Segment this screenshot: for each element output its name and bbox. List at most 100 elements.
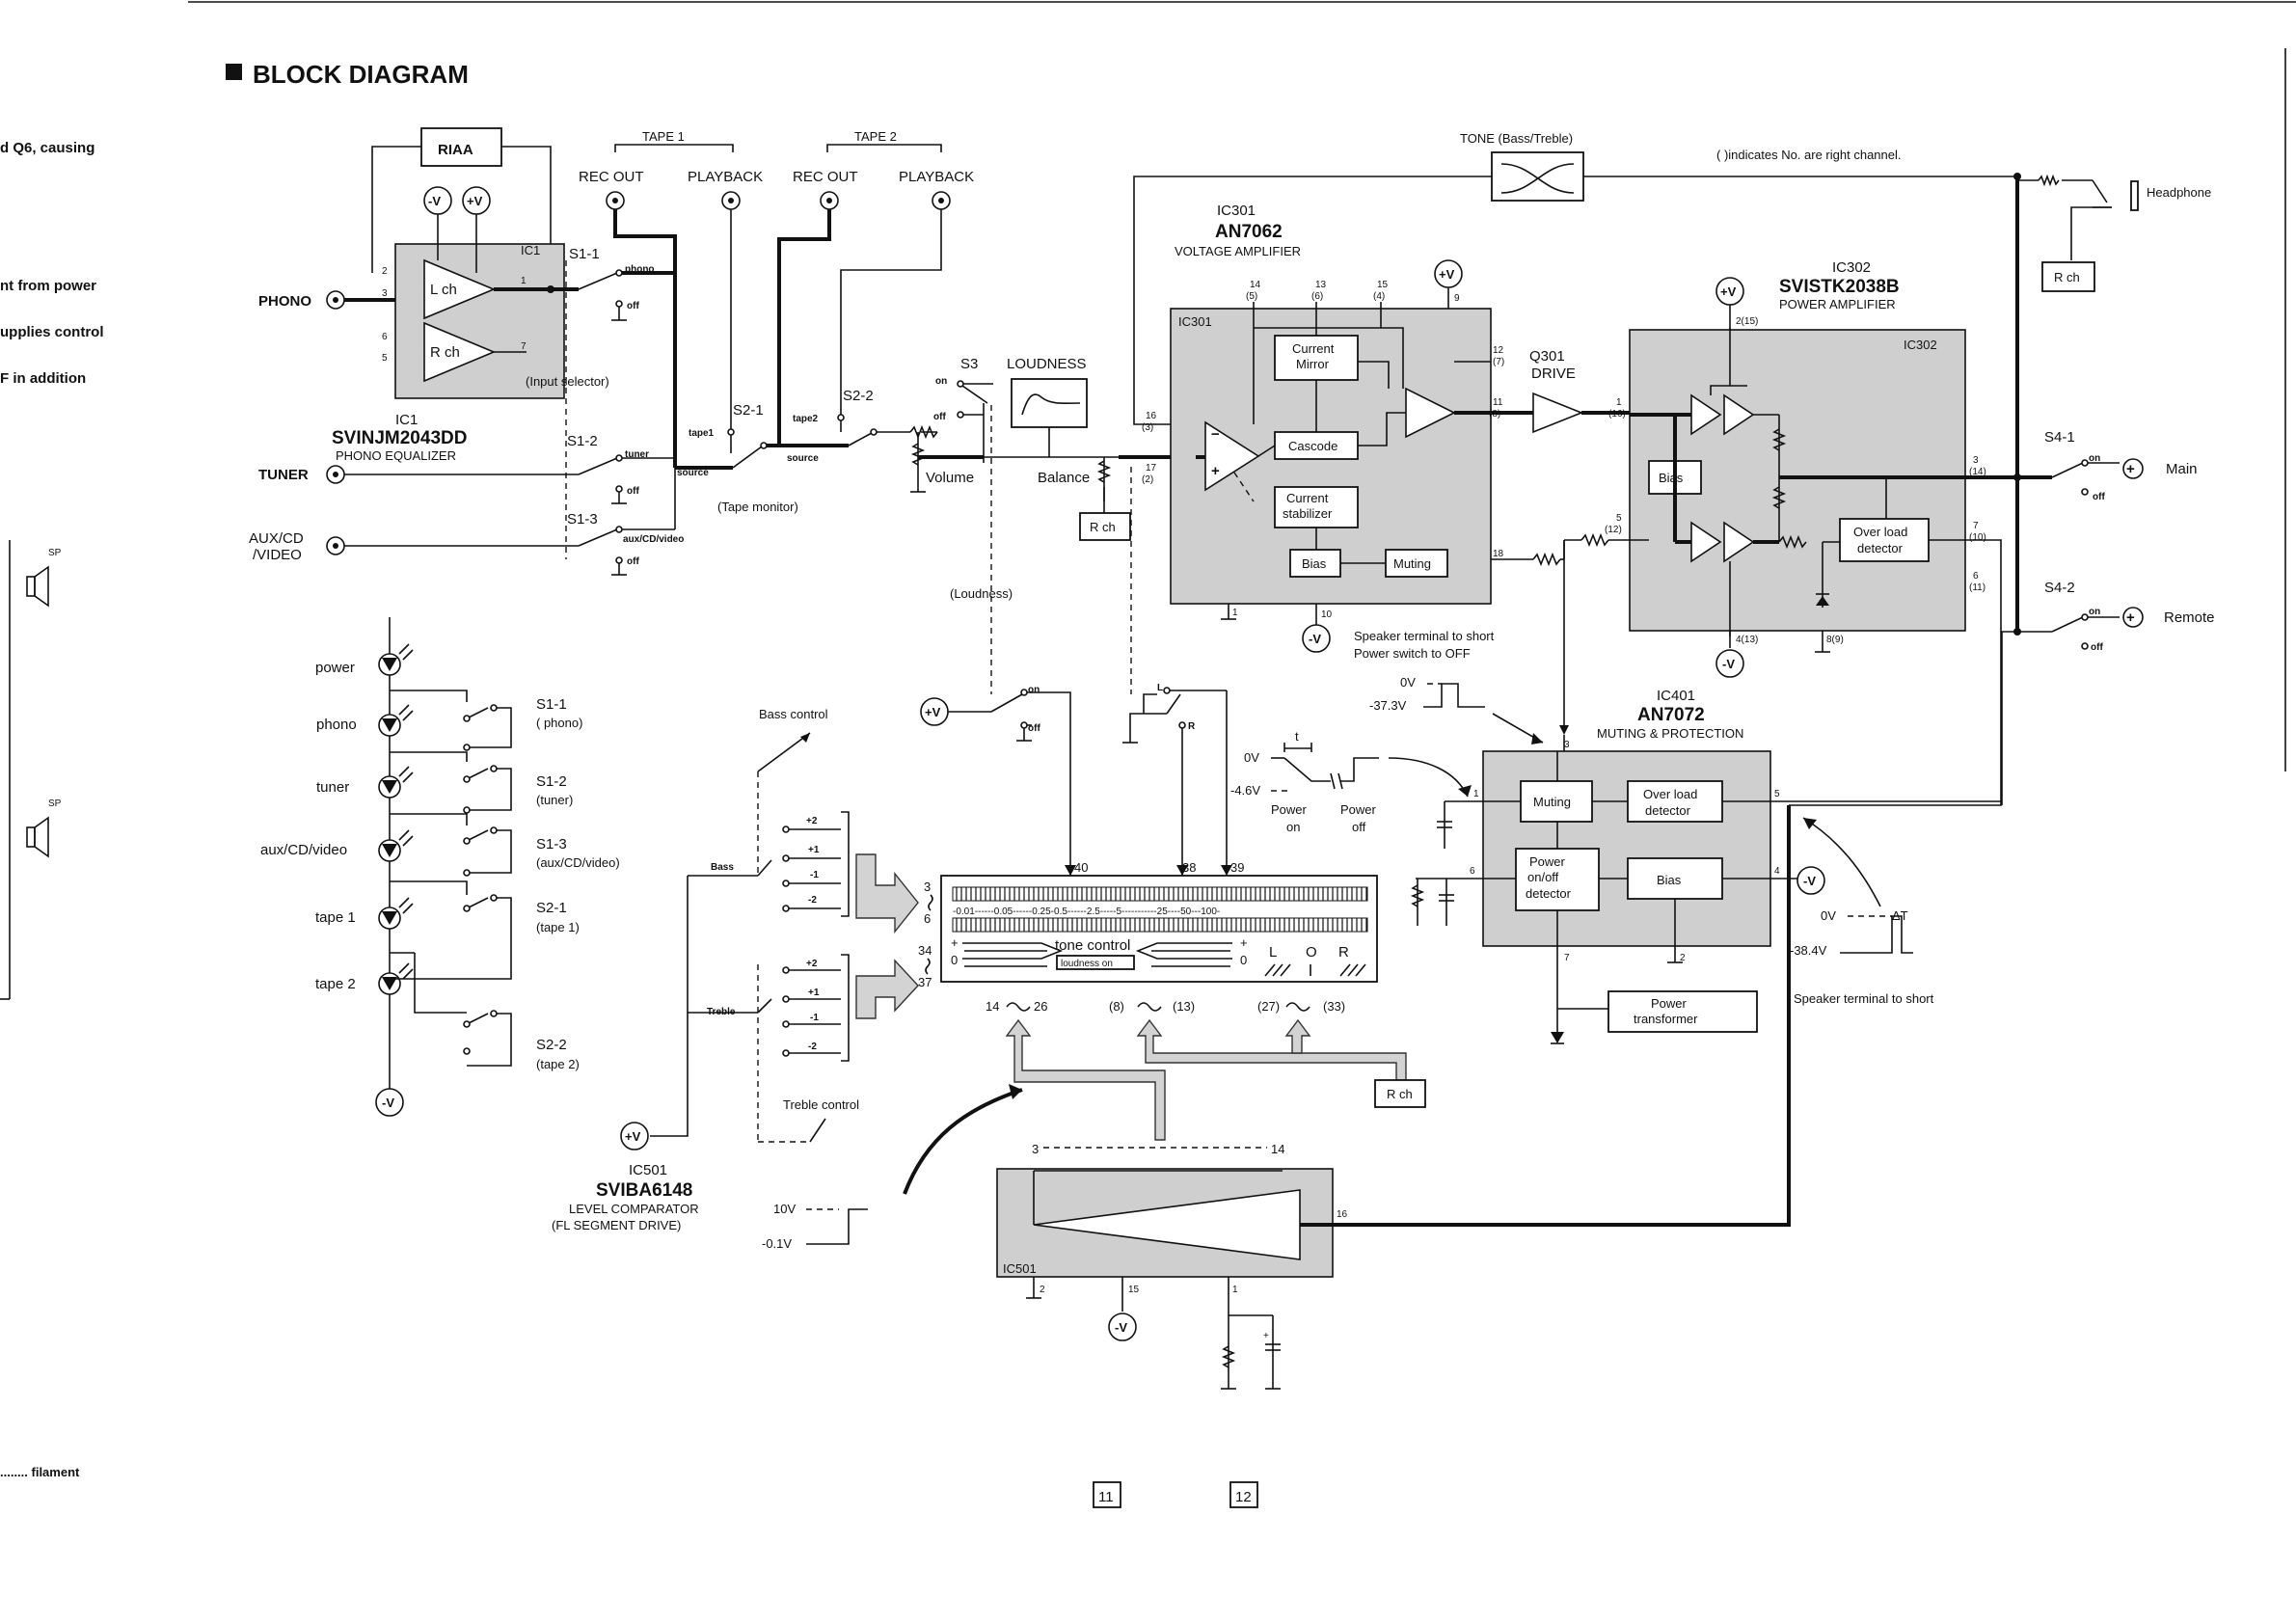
svg-text:R ch: R ch bbox=[1090, 520, 1116, 534]
phono-input[interactable]: PHONO bbox=[258, 290, 395, 310]
svg-text:+: + bbox=[2126, 609, 2135, 626]
tone-label: TONE (Bass/Treble) bbox=[1460, 131, 1573, 146]
svg-text:Mirror: Mirror bbox=[1296, 357, 1330, 371]
svg-text:R: R bbox=[1188, 721, 1196, 732]
balance-label: Balance bbox=[1038, 470, 1090, 486]
svg-text:0: 0 bbox=[1240, 953, 1247, 967]
svg-text:transformer: transformer bbox=[1634, 1012, 1698, 1026]
svg-text:1: 1 bbox=[521, 276, 527, 286]
svg-text:Muting: Muting bbox=[1393, 556, 1431, 571]
treble-control-label: Treble control bbox=[783, 1097, 859, 1112]
svg-text:+2: +2 bbox=[806, 816, 818, 826]
svg-text:L: L bbox=[1157, 683, 1163, 693]
remote-terminal[interactable] bbox=[2122, 607, 2144, 628]
svg-text:+1: +1 bbox=[808, 845, 820, 855]
svg-text:0: 0 bbox=[951, 953, 958, 967]
s1-1-label: S1-1 bbox=[569, 246, 600, 262]
svg-text:-0.1V: -0.1V bbox=[762, 1236, 792, 1251]
svg-text:+: + bbox=[951, 935, 959, 950]
riaa-block bbox=[420, 127, 502, 167]
svg-text:O: O bbox=[1306, 944, 1317, 961]
svg-text:S1-3: S1-3 bbox=[536, 836, 567, 853]
svg-text:1: 1 bbox=[1473, 789, 1479, 799]
svg-text:1: 1 bbox=[1616, 397, 1622, 408]
svg-text:Bias: Bias bbox=[1302, 556, 1327, 571]
svg-text:2(15): 2(15) bbox=[1736, 316, 1758, 327]
svg-text:Muting: Muting bbox=[1533, 795, 1571, 809]
svg-text:-V: -V bbox=[428, 194, 441, 208]
svg-text:3: 3 bbox=[1564, 740, 1570, 750]
svg-text:(13): (13) bbox=[1173, 999, 1195, 1014]
ic301-bias-block bbox=[1289, 549, 1341, 578]
svg-text:8(9): 8(9) bbox=[1826, 635, 1844, 645]
ic401-bias-block bbox=[1627, 857, 1723, 900]
svg-text:IC302: IC302 bbox=[1904, 338, 1937, 352]
svg-text:−: − bbox=[1211, 426, 1220, 443]
svg-text:5: 5 bbox=[1774, 789, 1780, 799]
ic401-minus-v-terminal bbox=[1796, 866, 1825, 895]
svg-text:16: 16 bbox=[1337, 1209, 1348, 1220]
ic501-name: IC501 bbox=[629, 1162, 667, 1178]
main-terminal[interactable] bbox=[2122, 458, 2144, 479]
headphone-jack[interactable] bbox=[2130, 180, 2139, 211]
input-selector-label: (Input selector) bbox=[526, 374, 609, 389]
svg-text:(10): (10) bbox=[1969, 532, 1986, 543]
treble-fat-arrow bbox=[855, 959, 919, 1019]
s4-1-label: S4-1 bbox=[2044, 429, 2075, 446]
svg-text:3: 3 bbox=[1032, 1142, 1039, 1156]
svg-text:10: 10 bbox=[1321, 609, 1333, 620]
svg-text:IC501: IC501 bbox=[1003, 1261, 1037, 1276]
s3-loudness-volume: S3 on off LOUDNESS Volume Balance R ch (… bbox=[910, 356, 1196, 694]
svg-text:(tape 2): (tape 2) bbox=[536, 1057, 580, 1071]
svg-text:S2-2: S2-2 bbox=[536, 1037, 567, 1053]
svg-text:6: 6 bbox=[924, 911, 931, 926]
svg-text:0V: 0V bbox=[1244, 750, 1259, 765]
ic501-function-2: (FL SEGMENT DRIVE) bbox=[552, 1218, 681, 1232]
tape1-rec-out: REC OUT bbox=[579, 169, 644, 185]
svg-text:-1: -1 bbox=[810, 870, 819, 880]
svg-text:off: off bbox=[1352, 820, 1366, 834]
svg-text:11: 11 bbox=[1493, 397, 1503, 408]
svg-text:S1-1: S1-1 bbox=[536, 696, 567, 713]
ic1-name: IC1 bbox=[395, 412, 418, 428]
svg-text:(tuner): (tuner) bbox=[536, 793, 573, 807]
svg-text:phono: phono bbox=[625, 264, 655, 275]
svg-text:+2: +2 bbox=[806, 959, 818, 969]
svg-text:source: source bbox=[677, 468, 709, 478]
tape2-playback: PLAYBACK bbox=[899, 169, 974, 185]
svg-text:nt from power: nt from power bbox=[0, 278, 96, 294]
svg-text:16: 16 bbox=[1146, 411, 1157, 421]
svg-text:off: off bbox=[933, 412, 946, 422]
loudness-paren-label: (Loudness) bbox=[950, 586, 1013, 601]
svg-text:(3): (3) bbox=[1142, 422, 1153, 433]
svg-text:/VIDEO: /VIDEO bbox=[253, 547, 302, 563]
indicator-leds: power phono tuner aux/CD/video tape 1 ta… bbox=[260, 617, 620, 1117]
tuner-input[interactable]: TUNER bbox=[258, 465, 579, 484]
svg-text:Over load: Over load bbox=[1853, 525, 1907, 539]
svg-text:37: 37 bbox=[918, 975, 932, 989]
svg-text:on: on bbox=[2089, 453, 2100, 464]
svg-text:4: 4 bbox=[1774, 866, 1780, 877]
svg-text:detector: detector bbox=[1526, 886, 1572, 901]
svg-text:( phono): ( phono) bbox=[536, 716, 582, 730]
ic302-minus-v-terminal bbox=[1715, 649, 1744, 678]
ic301-voltage-amplifier: IC301 AN7062 VOLTAGE AMPLIFIER IC301 Cur… bbox=[1142, 203, 1504, 653]
svg-text:Power: Power bbox=[1271, 802, 1308, 817]
power-onoff-detector-block bbox=[1515, 848, 1600, 911]
speaker-short-label-3: Speaker terminal to short bbox=[1794, 991, 1934, 1006]
ic302-model: SVISTK2038B bbox=[1779, 277, 1900, 297]
svg-text:+V: +V bbox=[1439, 267, 1455, 282]
page-numbers: 11 12 bbox=[1093, 1481, 1258, 1508]
svg-text:(4): (4) bbox=[1373, 291, 1385, 302]
left-margin-speakers: SP SP bbox=[0, 540, 62, 1000]
svg-text:-V: -V bbox=[1115, 1320, 1127, 1335]
aux-cd-video-input[interactable]: AUX/CD /VIDEO bbox=[249, 530, 579, 563]
svg-text:+V: +V bbox=[467, 194, 483, 208]
svg-text:+V: +V bbox=[1720, 284, 1737, 299]
speaker-short-label-1: Speaker terminal to short bbox=[1354, 629, 1495, 643]
led-tape1-label: tape 1 bbox=[315, 909, 356, 926]
loudness-on-display: loudness on bbox=[1061, 959, 1113, 969]
svg-text:+: + bbox=[2126, 461, 2135, 477]
fl-scale: -0.01------0.05------0.25-0.5------2.5--… bbox=[953, 907, 1220, 917]
svg-text:+V: +V bbox=[625, 1129, 641, 1144]
